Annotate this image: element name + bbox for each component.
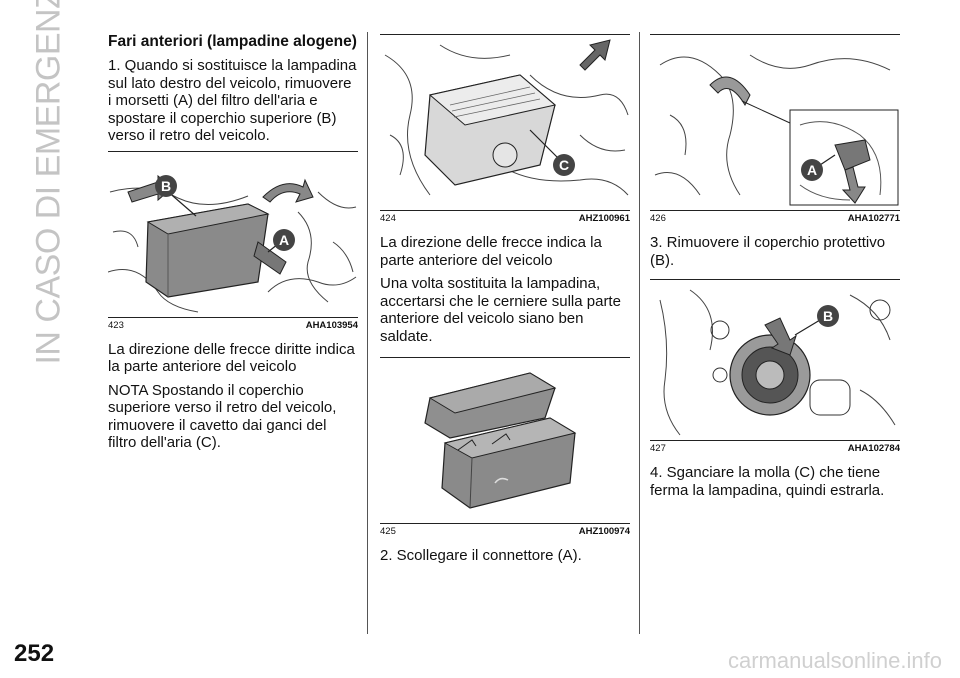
figure-caption: 423 AHA103954 [108, 320, 358, 331]
figure-reference: AHZ100961 [578, 213, 630, 224]
direction-note: La direzione delle frecce diritte indica… [108, 340, 355, 376]
section-title: IN CASO DI EMERGENZA [18, 0, 80, 364]
section-heading: Fari anteriori (lampadine alogene) [108, 33, 357, 50]
figure-number: 427 [650, 443, 666, 454]
label-b: B [161, 178, 171, 194]
figure-427: B 427 AHA102784 [650, 279, 900, 454]
figure-number: 424 [380, 213, 396, 224]
figure-number: 426 [650, 213, 666, 224]
direction-note: La direzione delle frecce indica la part… [380, 234, 602, 269]
figure-426: A 426 AHA102771 [650, 34, 900, 224]
air-filter-illustration: B A [108, 174, 357, 312]
column-1: Fari anteriori (lampadine alogene) 1. Qu… [108, 30, 358, 458]
label-a: A [279, 232, 289, 248]
figure-caption: 426 AHA102771 [650, 213, 900, 224]
figure-number: 425 [380, 526, 396, 537]
headlamp-cover-illustration: B [659, 289, 896, 436]
label-c: C [559, 157, 569, 173]
filter-box-open-illustration [424, 372, 577, 509]
figure-reference: AHA102784 [847, 443, 900, 454]
figure-425: 425 AHZ100974 [380, 357, 630, 537]
figure-caption: 424 AHZ100961 [380, 213, 630, 224]
column-3: A 426 AHA102771 3. Rimuovere il coperchi… [650, 30, 900, 505]
label-a: A [807, 162, 817, 178]
engine-bay-illustration: C [384, 39, 629, 196]
figure-reference: AHA102771 [847, 213, 900, 224]
column-2: C 424 AHZ100961 La direzione delle frecc… [380, 30, 630, 571]
figure-reference: AHA103954 [305, 319, 358, 331]
column-divider [639, 32, 640, 634]
hinge-note: Una volta sostituita la lampadina, accer… [380, 275, 621, 345]
figure-caption: 425 AHZ100974 [380, 526, 630, 537]
figure-number: 423 [108, 319, 124, 331]
instruction-step-1: 1. Quando si sostituisce la lampadina su… [108, 57, 357, 144]
figure-424: C 424 AHZ100961 [380, 34, 630, 224]
figure-reference: AHZ100974 [578, 526, 630, 537]
headlamp-connector-illustration: A [654, 54, 899, 206]
figure-423: B A 423 AHA103954 [108, 150, 358, 331]
watermark: carmanualsonline.info [727, 648, 942, 673]
column-divider [367, 32, 368, 634]
figure-caption: 427 AHA102784 [650, 443, 900, 454]
instruction-step-3: 3. Rimuovere il coperchio protettivo (B)… [650, 234, 886, 269]
label-b: B [823, 308, 833, 324]
section-title-text: IN CASO DI EMERGENZA [29, 0, 68, 365]
page-number: 252 [14, 640, 55, 667]
nota-paragraph: NOTA Spostando il coperchio superiore ve… [108, 381, 337, 452]
instruction-step-2: 2. Scollegare il connettore (A). [380, 547, 582, 564]
instruction-step-4: 4. Sganciare la molla (C) che tiene ferm… [650, 464, 885, 499]
